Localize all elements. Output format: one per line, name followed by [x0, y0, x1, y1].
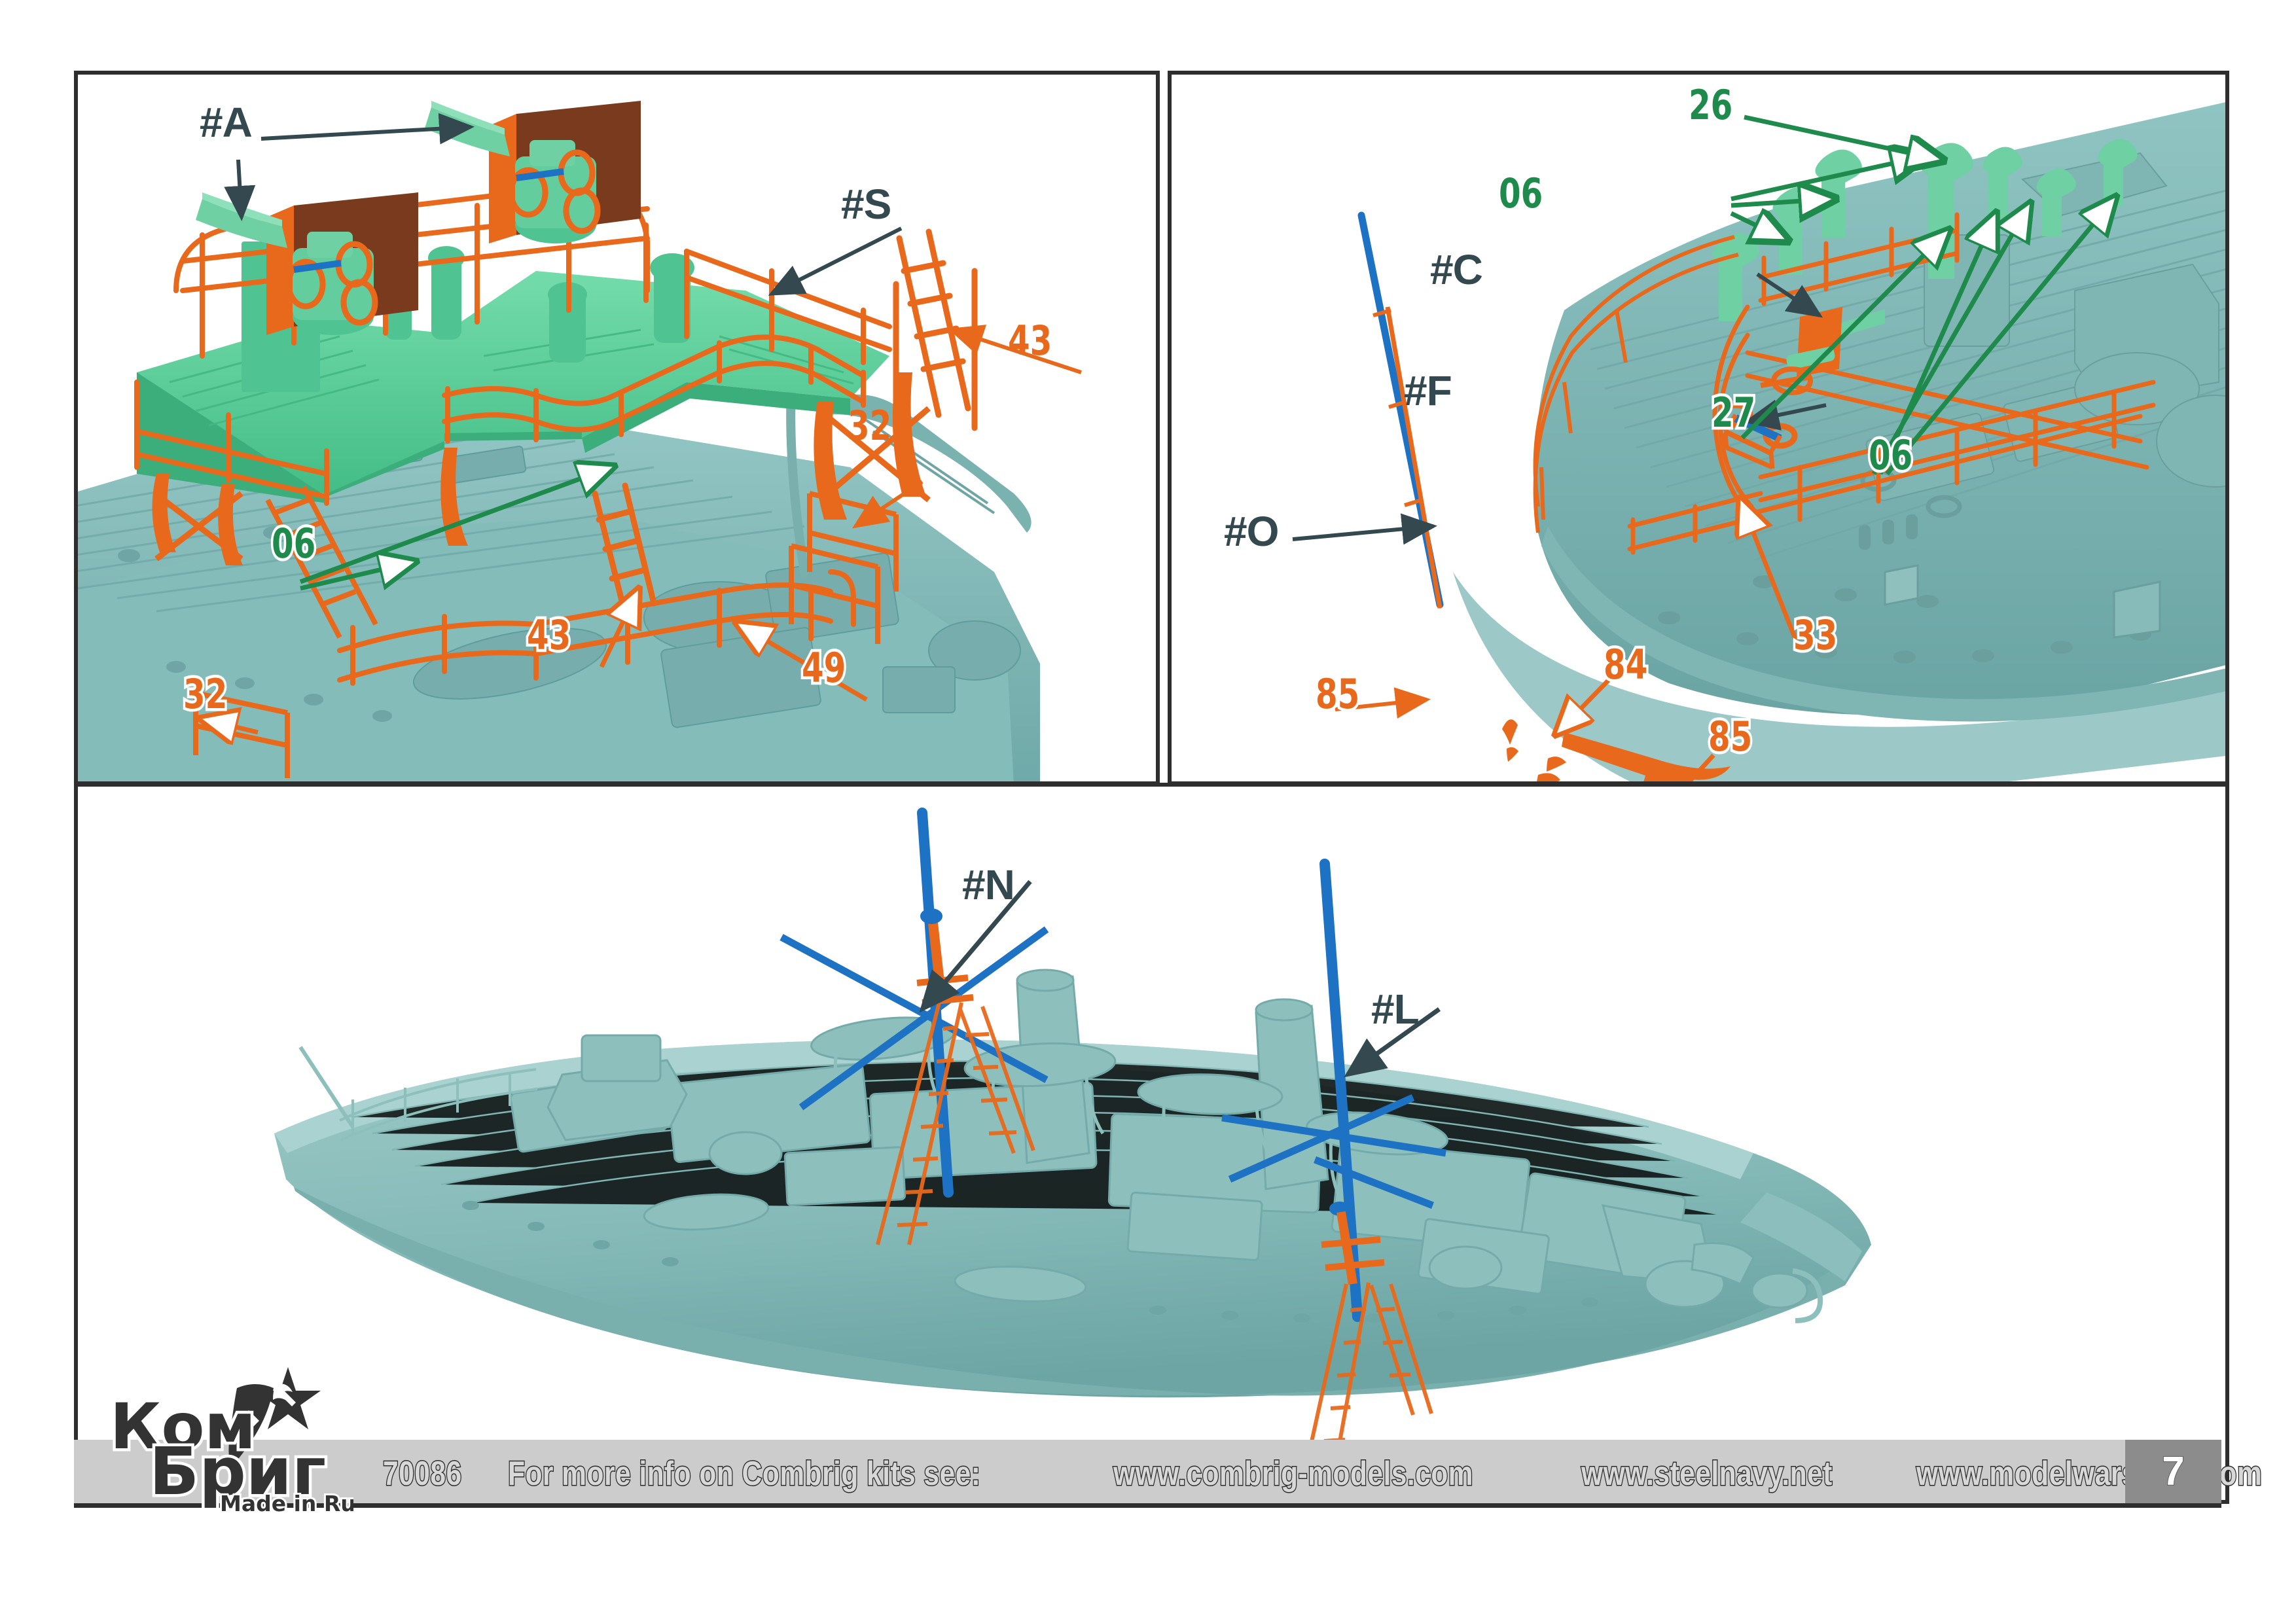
- after-mast: [1221, 859, 1446, 1481]
- callout-leader-lines: [919, 880, 1441, 1078]
- ship-hull: [274, 1039, 1871, 1398]
- combrig-logo: Ком Бриг Made in Russia: [92, 1364, 353, 1518]
- superstructure: [509, 969, 1725, 1308]
- logo-line1: Ком: [110, 1390, 256, 1463]
- panel3-artwork: [274, 808, 1871, 1481]
- panel1-artwork: [78, 101, 1082, 781]
- logo-line2: Бриг: [149, 1433, 326, 1510]
- panel-completed-model: [74, 783, 2229, 1504]
- panel-bridge-detail: [74, 71, 1160, 785]
- platform-support-legs: [152, 372, 931, 565]
- part-o-rigging: [1357, 211, 1444, 609]
- part-c-assembly: [1760, 307, 1842, 395]
- part-f-assembly: [1718, 402, 1798, 470]
- link-combrig[interactable]: www.combrig-models.com: [1113, 1454, 1474, 1494]
- page-number-box: 7: [2125, 1440, 2221, 1508]
- panel-forecastle-detail: [1168, 71, 2229, 785]
- panel2-artwork: [1292, 102, 2225, 781]
- star-hammer-sickle-icon: [228, 1367, 321, 1468]
- bow-hull: [1453, 102, 2225, 781]
- kit-number: 70086: [382, 1454, 463, 1494]
- photoetch-railing: [134, 183, 892, 506]
- bridge-platform-part: [134, 183, 931, 639]
- gun-mount-assembly-a: [196, 101, 641, 335]
- footer-bar: [74, 1440, 2221, 1508]
- callout-leader-lines: [204, 113, 1082, 732]
- bow-railing: [339, 1068, 538, 1141]
- link-steelnavy[interactable]: www.steelnavy.net: [1580, 1454, 1833, 1494]
- bow-staff: [298, 1046, 355, 1128]
- logo-tagline: Made in Russia: [220, 1491, 353, 1516]
- ladder: [265, 486, 378, 639]
- callout-leader-lines: [1292, 115, 2114, 781]
- pe-spare-parts: [193, 228, 978, 778]
- green-ventilator-parts: [1712, 139, 2138, 340]
- bow-ornament-pe: [1502, 701, 1731, 781]
- forward-mast: [780, 808, 1049, 1245]
- page-number: 7: [2161, 1448, 2185, 1495]
- logo-wordmark: Ком Бриг Made in Russia: [107, 1387, 354, 1519]
- stern-fittings: [1691, 1242, 1823, 1323]
- footer-text-row: 70086 For more info on Combrig kits see:…: [382, 1454, 2296, 1494]
- boat-davits: [833, 1036, 1443, 1211]
- hull-section: [78, 384, 1040, 781]
- forecastle-railing: [1627, 212, 2156, 555]
- ships-boats: [643, 1016, 1448, 1302]
- info-prompt: For more info on Combrig kits see:: [507, 1454, 981, 1494]
- logo-artwork: Ком Бриг Made in Russia: [107, 1367, 354, 1519]
